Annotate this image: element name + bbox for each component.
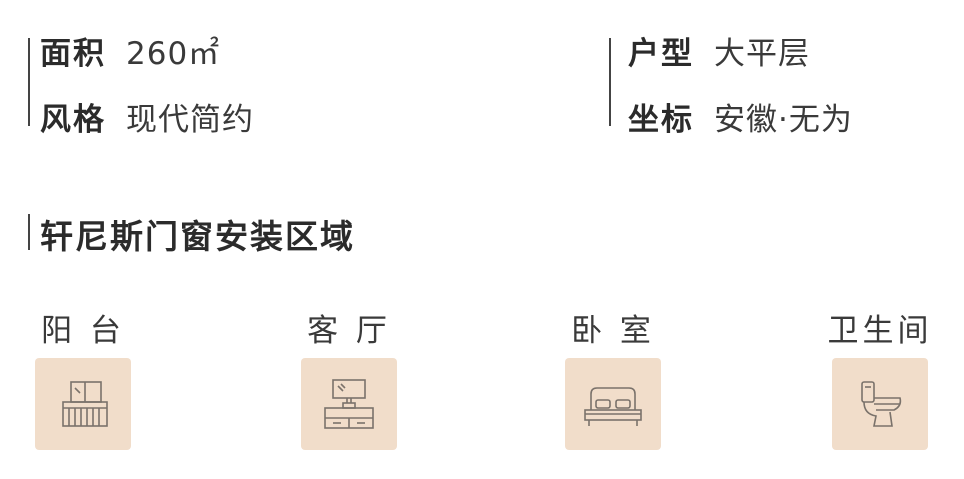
layout-label: 户型 [628, 36, 694, 72]
room-bedroom: 卧 室 [543, 310, 683, 450]
location-value: 安徽·无为 [714, 102, 853, 138]
section-divider [28, 214, 30, 250]
toilet-icon [861, 381, 902, 427]
location-row: 坐标 安徽·无为 [628, 94, 853, 139]
info-right-divider [609, 38, 611, 126]
room-living: 客 厅 [279, 310, 419, 450]
layout-value: 大平层 [714, 36, 810, 72]
area-row: 面积 260㎡ [40, 28, 220, 73]
bed-icon [584, 387, 642, 426]
room-bathroom: 卫生间 [810, 310, 950, 450]
room-balcony: 阳 台 [13, 310, 153, 450]
balcony-icon [62, 381, 108, 427]
section-title: 轩尼斯门窗安装区域 [40, 217, 355, 256]
room-tile-bedroom [565, 358, 661, 450]
room-label-bathroom: 卫生间 [827, 313, 933, 349]
room-label-balcony: 阳 台 [41, 313, 125, 349]
layout-row: 户型 大平层 [628, 28, 810, 73]
room-tile-balcony [35, 358, 131, 450]
style-label: 风格 [40, 102, 106, 138]
room-label-bedroom: 卧 室 [571, 313, 655, 349]
info-left-divider [28, 38, 30, 126]
style-row: 风格 现代简约 [40, 94, 254, 139]
room-label-living: 客 厅 [307, 313, 391, 349]
tv-cabinet-icon [324, 379, 374, 429]
room-tile-bathroom [832, 358, 928, 450]
style-value: 现代简约 [126, 102, 254, 138]
area-label: 面积 [40, 36, 106, 72]
location-label: 坐标 [628, 102, 694, 138]
area-value: 260㎡ [126, 36, 221, 72]
room-tile-living [301, 358, 397, 450]
